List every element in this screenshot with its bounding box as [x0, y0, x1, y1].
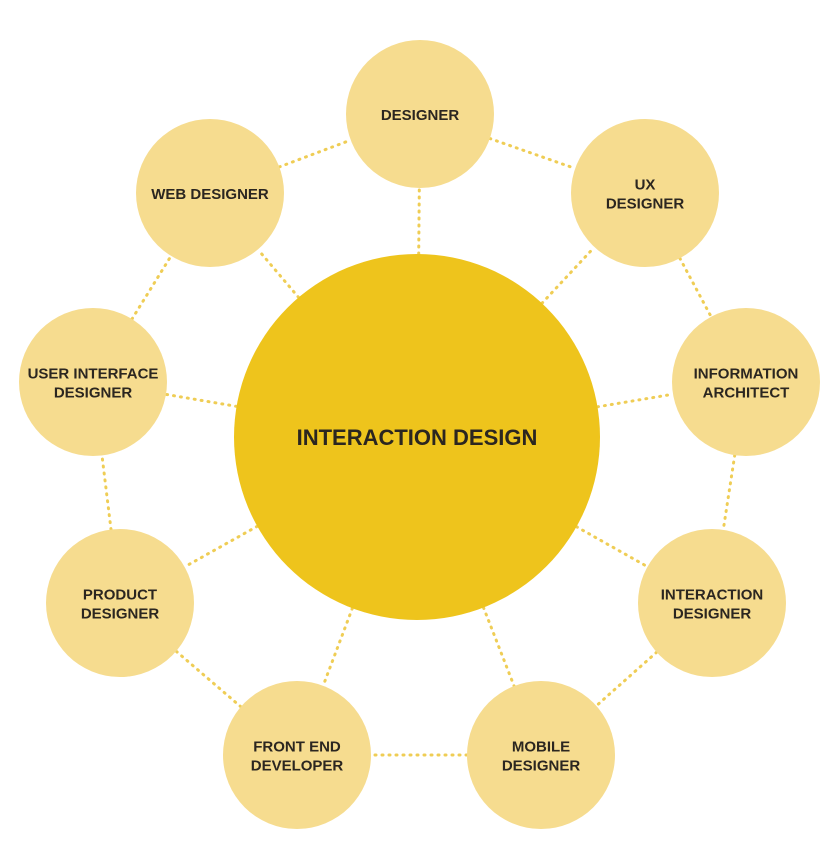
- role-node-label: DESIGNER: [606, 195, 685, 212]
- ring-connector-front-end-developer: [174, 649, 243, 709]
- spoke-connectors: [164, 186, 675, 688]
- role-node-circle: [46, 529, 194, 677]
- role-node-circle: [638, 529, 786, 677]
- spoke-connector-front-end-developer: [321, 606, 354, 688]
- spoke-connector-product-designer: [183, 524, 259, 569]
- ring-connectors: [100, 137, 737, 757]
- center-hub-label: INTERACTION DESIGN: [297, 425, 538, 450]
- center-hub-circle: [234, 254, 600, 620]
- spoke-connector-information-architect: [595, 392, 675, 409]
- ring-connector-product-designer: [100, 453, 113, 532]
- role-node-ux-designer: UX DESIGNER: [571, 119, 719, 267]
- role-node-label: DESIGNER: [673, 605, 752, 622]
- spoke-connector-web-designer: [256, 247, 301, 299]
- role-node-label: INTERACTION: [661, 586, 764, 603]
- role-node-circle: [672, 308, 820, 456]
- role-node-designer: DESIGNER: [346, 40, 494, 188]
- role-node-circle: [136, 119, 284, 267]
- role-node-label: UX: [635, 176, 656, 193]
- ring-connector-information-architect: [721, 453, 737, 532]
- role-node-circle: [19, 308, 167, 456]
- ring-connector-interaction-designer: [594, 650, 659, 708]
- role-node-label: DESIGNER: [381, 107, 460, 124]
- role-node-front-end-developer: FRONT END DEVELOPER: [223, 681, 371, 829]
- role-node-label: DEVELOPER: [251, 757, 344, 774]
- spoke-connector-user-interface-designer: [164, 392, 239, 408]
- spoke-connector-ux-designer: [540, 245, 596, 305]
- role-node-mobile-designer: MOBILE DESIGNER: [467, 681, 615, 829]
- role-node-label: ARCHITECT: [703, 384, 790, 401]
- spoke-connector-designer: [417, 186, 421, 256]
- role-node-circle: [223, 681, 371, 829]
- role-node-circle: [346, 40, 494, 188]
- role-node-label: WEB DESIGNER: [151, 186, 269, 203]
- role-node-label: FRONT END: [253, 738, 341, 755]
- role-node-information-architect: INFORMATION ARCHITECT: [672, 308, 820, 456]
- role-node-label: DESIGNER: [81, 605, 160, 622]
- ring-connector-user-interface-designer: [130, 254, 173, 321]
- role-node-web-designer: WEB DESIGNER: [136, 119, 284, 267]
- role-node-label: USER INTERFACE: [28, 365, 159, 382]
- center-hub: INTERACTION DESIGN: [234, 254, 600, 620]
- ring-connector-ux-designer: [678, 256, 713, 319]
- role-node-label: PRODUCT: [83, 586, 157, 603]
- role-node-label: DESIGNER: [502, 757, 581, 774]
- role-node-product-designer: PRODUCT DESIGNER: [46, 529, 194, 677]
- role-node-label: DESIGNER: [54, 384, 133, 401]
- role-node-label: INFORMATION: [694, 365, 799, 382]
- ring-connector-web-designer: [277, 138, 353, 169]
- role-node-user-interface-designer: USER INTERFACE DESIGNER: [19, 308, 167, 456]
- ring-connector-designer: [488, 137, 577, 170]
- spoke-connector-mobile-designer: [481, 605, 516, 688]
- role-node-circle: [571, 119, 719, 267]
- role-node-circle: [467, 681, 615, 829]
- spoke-connector-interaction-designer: [574, 525, 650, 569]
- role-node-interaction-designer: INTERACTION DESIGNER: [638, 529, 786, 677]
- role-nodes: DESIGNERUXDESIGNERINFORMATIONARCHITECTIN…: [19, 40, 820, 829]
- role-node-label: MOBILE: [512, 738, 570, 755]
